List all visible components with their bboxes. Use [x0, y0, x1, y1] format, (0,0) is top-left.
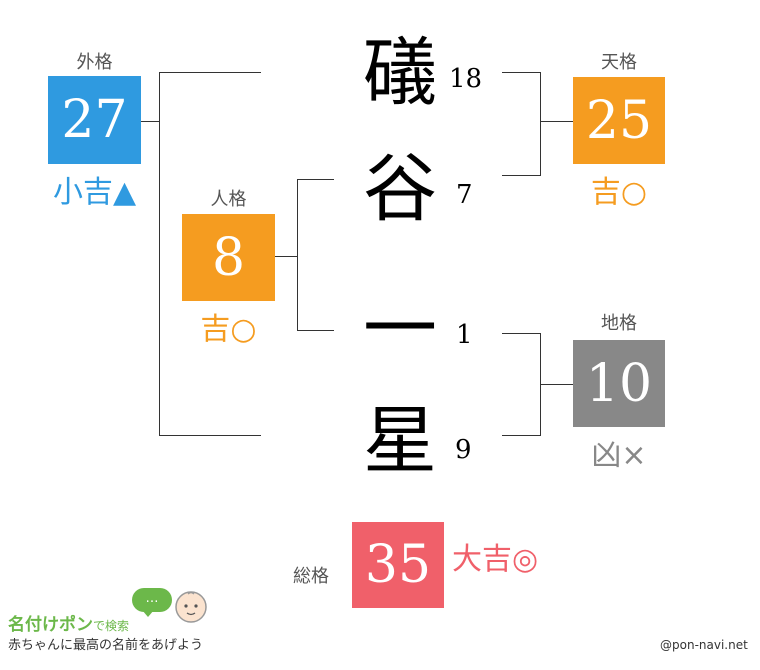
- logo-title-row: 名付けポンで検索: [8, 610, 129, 635]
- logo-bubble-tail: [142, 610, 154, 617]
- logo-tagline: 赤ちゃんに最高の名前をあげよう: [8, 638, 204, 653]
- name-char-3: 一: [363, 286, 437, 372]
- chikaku-label: 地格: [601, 313, 637, 334]
- gaikaku-bottom-line: [159, 435, 261, 436]
- jinkaku-label: 人格: [210, 189, 247, 210]
- logo-title: 名付けポン: [8, 615, 93, 635]
- gaikaku-box: 27: [48, 76, 141, 164]
- tenkaku-fortune: 吉○: [590, 175, 648, 210]
- tenkaku-label: 天格: [601, 52, 637, 73]
- tenkaku-vertical-line: [540, 72, 541, 176]
- stroke-count-3: 1: [456, 320, 473, 350]
- logo-bubble-text: …: [145, 591, 159, 606]
- stroke-count-2: 7: [456, 180, 473, 210]
- stroke-count-4: 9: [455, 435, 472, 465]
- name-char-1: 礒: [363, 30, 437, 116]
- tenkaku-bottom-line: [502, 175, 541, 176]
- logo-bubble-icon: …: [132, 588, 172, 612]
- gaikaku-label: 外格: [76, 52, 113, 73]
- chikaku-top-line: [502, 333, 541, 334]
- jinkaku-box: 8: [182, 214, 275, 301]
- jinkaku-vertical-line: [297, 179, 298, 331]
- jinkaku-fortune: 吉○: [200, 312, 257, 347]
- tenkaku-connector: [540, 121, 573, 122]
- name-char-2: 谷: [363, 146, 437, 232]
- logo-search: で検索: [93, 619, 130, 633]
- soukaku-label: 総格: [293, 566, 329, 587]
- site-logo[interactable]: … 名付けポンで検索 赤ちゃんに最高の名前をあげよう: [8, 588, 238, 658]
- jinkaku-connector: [275, 256, 298, 257]
- chikaku-box: 10: [573, 340, 665, 427]
- gaikaku-vertical-line: [159, 72, 160, 436]
- jinkaku-top-line: [297, 179, 334, 180]
- baby-face-icon: [175, 591, 207, 623]
- site-credit: @pon-navi.net: [660, 638, 748, 652]
- gaikaku-connector: [141, 121, 160, 122]
- jinkaku-bottom-line: [297, 330, 334, 331]
- name-char-4: 星: [363, 398, 437, 484]
- tenkaku-box: 25: [573, 77, 665, 164]
- chikaku-bottom-line: [502, 435, 541, 436]
- chikaku-connector: [540, 384, 573, 385]
- tenkaku-top-line: [502, 72, 541, 73]
- soukaku-fortune: 大吉◎: [452, 542, 539, 577]
- soukaku-box: 35: [352, 522, 444, 608]
- chikaku-fortune: 凶×: [591, 438, 647, 473]
- gaikaku-top-line: [159, 72, 261, 73]
- stroke-count-1: 18: [449, 64, 483, 94]
- gaikaku-fortune: 小吉▲: [52, 175, 137, 210]
